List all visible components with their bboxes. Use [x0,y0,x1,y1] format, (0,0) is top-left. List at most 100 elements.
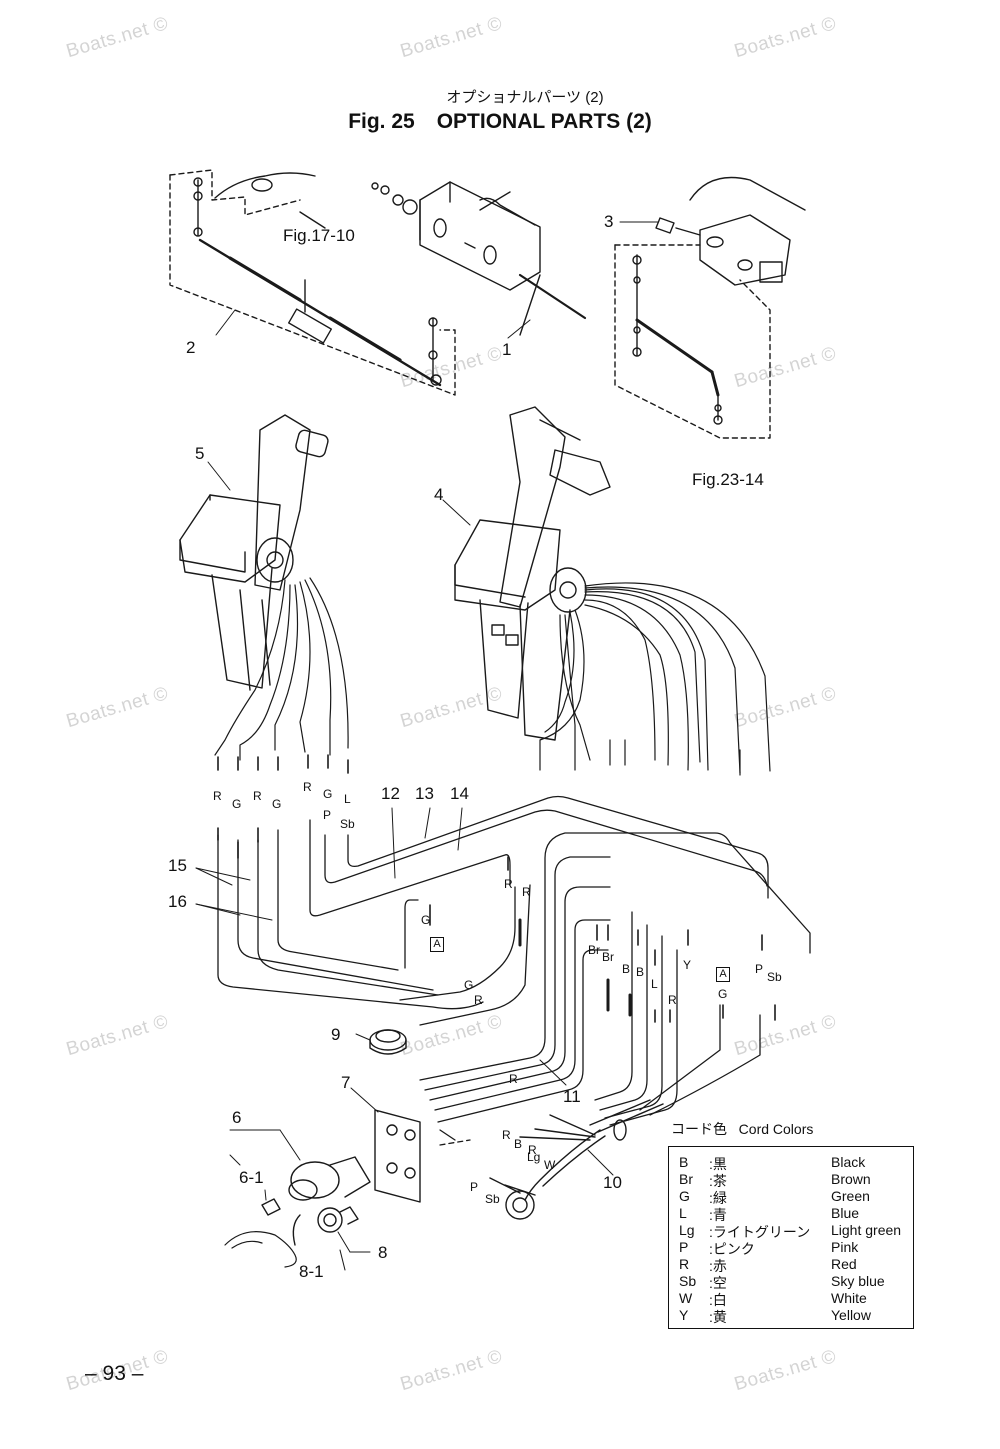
wire-label-br: Br [602,950,614,964]
legend-code: P [679,1239,689,1255]
wire-label-sb: Sb [340,817,355,831]
callout-8-1: 8-1 [299,1262,324,1281]
wire-label-b: B [622,962,631,976]
legend-en: Blue [831,1205,860,1221]
callout-14: 14 [450,784,469,803]
connector-tag-a: A [716,967,730,982]
legend-code: Sb [679,1273,697,1289]
legend-en: Brown [831,1171,871,1187]
cord-colors-legend: B :黒 Black Br :茶 Brown G :緑 Green L :青 B… [668,1146,914,1329]
callout-12: 12 [381,784,400,803]
wire-label-r: R [668,993,677,1007]
wire-label-sb: Sb [767,970,782,984]
legend-jp: :黒 [709,1156,727,1172]
wire-label-g: G [718,987,728,1001]
ref-fig-17-10: Fig.17-10 [283,226,355,245]
wire-label-r: R [213,789,222,803]
legend-row: W :白 White [669,1290,913,1308]
legend-en: Red [831,1256,857,1272]
legend-en: Black [831,1154,866,1170]
callout-4: 4 [434,485,444,504]
legend-en: Yellow [831,1307,871,1323]
callout-10: 10 [603,1173,622,1192]
part-5-single-lever-control [179,414,329,691]
part-10-extension-harness [489,1099,664,1220]
page-title: Fig. 25 OPTIONAL PARTS (2) [0,110,1000,134]
legend-code: Y [679,1307,689,1323]
callout-6-1: 6-1 [239,1168,264,1187]
callout-8: 8 [378,1243,388,1262]
figure-number: Fig. 25 [348,110,415,133]
part-7-panel-plate [374,1109,421,1203]
legend-code: B [679,1154,689,1170]
cord-colors-title-jp: コード色 [671,1121,727,1137]
legend-jp: :空 [709,1275,727,1291]
callout-15: 15 [168,856,187,875]
legend-en: Sky blue [831,1273,885,1289]
legend-row: B :黒 Black [669,1154,913,1172]
part-1-remote-bracket [371,181,587,336]
connector-tag-a: A [430,937,444,952]
legend-jp: :黄 [709,1309,727,1325]
wire-label-br: Br [588,943,600,957]
part-11-main-harness [419,832,811,1146]
wire-label-r: R [502,1128,511,1142]
ref-fig-23-14: Fig.23-14 [692,470,764,489]
wire-label-b: B [514,1137,523,1151]
wire-label-p: P [323,808,332,822]
callout-7: 7 [341,1073,351,1092]
callout-16: 16 [168,892,187,911]
legend-row: G :緑 Green [669,1188,913,1206]
part-6-main-switch [224,1156,371,1268]
legend-jp: :ライトグリーン [709,1224,811,1240]
callout-3: 3 [604,212,614,231]
callout-6: 6 [232,1108,242,1127]
wire-label-r: R [303,780,312,794]
legend-code: R [679,1256,690,1272]
legend-jp: :茶 [709,1173,727,1189]
legend-en: Light green [831,1222,902,1238]
legend-row: Lg :ライトグリーン Light green [669,1222,913,1240]
part-2-cable-linkage [169,169,456,396]
wire-label-r: R [474,993,483,1007]
wire-label-r: R [253,789,262,803]
legend-row: Sb :空 Sky blue [669,1273,913,1291]
legend-en: White [831,1290,867,1306]
leader-lines [195,221,659,1271]
callout-5: 5 [195,444,205,463]
legend-row: L :青 Blue [669,1205,913,1223]
wire-label-g: G [232,797,242,811]
callout-9: 9 [331,1025,341,1044]
wire-label-l: L [344,792,351,806]
wire-label-lg: Lg [527,1150,541,1164]
wire-label-b: B [636,965,645,979]
legend-jp: :白 [709,1292,727,1308]
wire-label-g: G [272,797,282,811]
part-9-grommet [369,1029,407,1055]
legend-row: P :ピンク Pink [669,1239,913,1257]
legend-row: Br :茶 Brown [669,1171,913,1189]
wire-label-w: W [544,1158,556,1172]
legend-en: Pink [831,1239,859,1255]
figure-name: OPTIONAL PARTS (2) [436,110,652,133]
legend-jp: :青 [709,1207,727,1223]
wire-label-y: Y [683,958,692,972]
part-4-lead-wires [539,582,771,776]
page-number: – 93 – [85,1362,144,1385]
wire-label-sb: Sb [485,1192,500,1206]
wire-label-g: G [421,913,431,927]
cord-colors-title-en: Cord Colors [738,1121,814,1137]
legend-row: Y :黄 Yellow [669,1307,913,1325]
page-subtitle-jp: オプショナルパーツ (2) [446,89,604,106]
callout-2: 2 [186,338,196,357]
wire-label-r: R [528,1143,537,1157]
cord-colors-title: コード色 Cord Colors [671,1119,813,1139]
legend-en: Green [831,1188,870,1204]
wire-label-g: G [323,787,333,801]
wire-label-r: R [504,877,513,891]
wire-harness-runs [217,795,769,1026]
wire-label-r: R [509,1072,518,1086]
wire-label-r: R [522,885,531,899]
legend-row: R :赤 Red [669,1256,913,1274]
